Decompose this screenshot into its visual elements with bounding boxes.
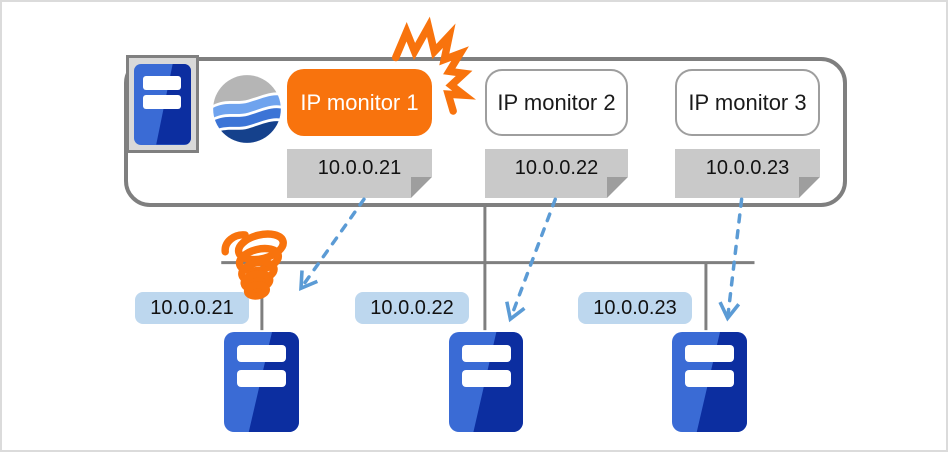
broken-link-coil-icon bbox=[221, 230, 287, 300]
server-3-ip-label: 10.0.0.23 bbox=[578, 292, 692, 324]
ping-arrow-1 bbox=[299, 197, 366, 291]
monitor-2-ip: 10.0.0.22 bbox=[514, 157, 599, 179]
globe-waves-icon bbox=[213, 75, 281, 143]
server-3-ip: 10.0.0.23 bbox=[593, 296, 677, 319]
ip-monitor-2: IP monitor 2 bbox=[485, 69, 628, 136]
server-slot-bar bbox=[685, 370, 734, 387]
server-1-ip-label: 10.0.0.21 bbox=[135, 292, 249, 324]
server-3-icon bbox=[672, 332, 747, 432]
server-1-ip: 10.0.0.21 bbox=[150, 296, 234, 319]
server-slot-bar bbox=[143, 94, 181, 109]
server-slot-bar bbox=[462, 370, 511, 387]
ip-monitor-2-label: IP monitor 2 bbox=[497, 89, 616, 115]
server-2-ip-label: 10.0.0.22 bbox=[355, 292, 469, 324]
ip-monitor-1-label: IP monitor 1 bbox=[300, 89, 419, 115]
server-slot-bar bbox=[237, 345, 286, 362]
appliance-device-frame bbox=[126, 55, 199, 153]
server-slot-bar bbox=[237, 370, 286, 387]
ip-monitor-3: IP monitor 3 bbox=[675, 69, 820, 136]
monitor-1-ip-note: 10.0.0.21 bbox=[287, 149, 432, 198]
monitor-3-ip-note: 10.0.0.23 bbox=[675, 149, 820, 198]
monitor-1-ip: 10.0.0.21 bbox=[317, 157, 402, 179]
ping-arrow-3 bbox=[718, 197, 744, 322]
ip-monitor-1: IP monitor 1 bbox=[287, 69, 432, 136]
monitor-2-ip-note: 10.0.0.22 bbox=[485, 149, 628, 198]
server-slot-bar bbox=[143, 75, 181, 90]
server-2-icon bbox=[449, 332, 523, 432]
ping-arrow-2 bbox=[505, 197, 558, 323]
ip-monitor-3-label: IP monitor 3 bbox=[688, 89, 807, 115]
monitor-3-ip: 10.0.0.23 bbox=[705, 157, 790, 179]
server-icon bbox=[134, 63, 191, 145]
server-slot-bar bbox=[685, 345, 734, 362]
server-slot-bar bbox=[462, 345, 511, 362]
server-2-ip: 10.0.0.22 bbox=[370, 296, 454, 319]
server-1-icon bbox=[224, 332, 299, 432]
